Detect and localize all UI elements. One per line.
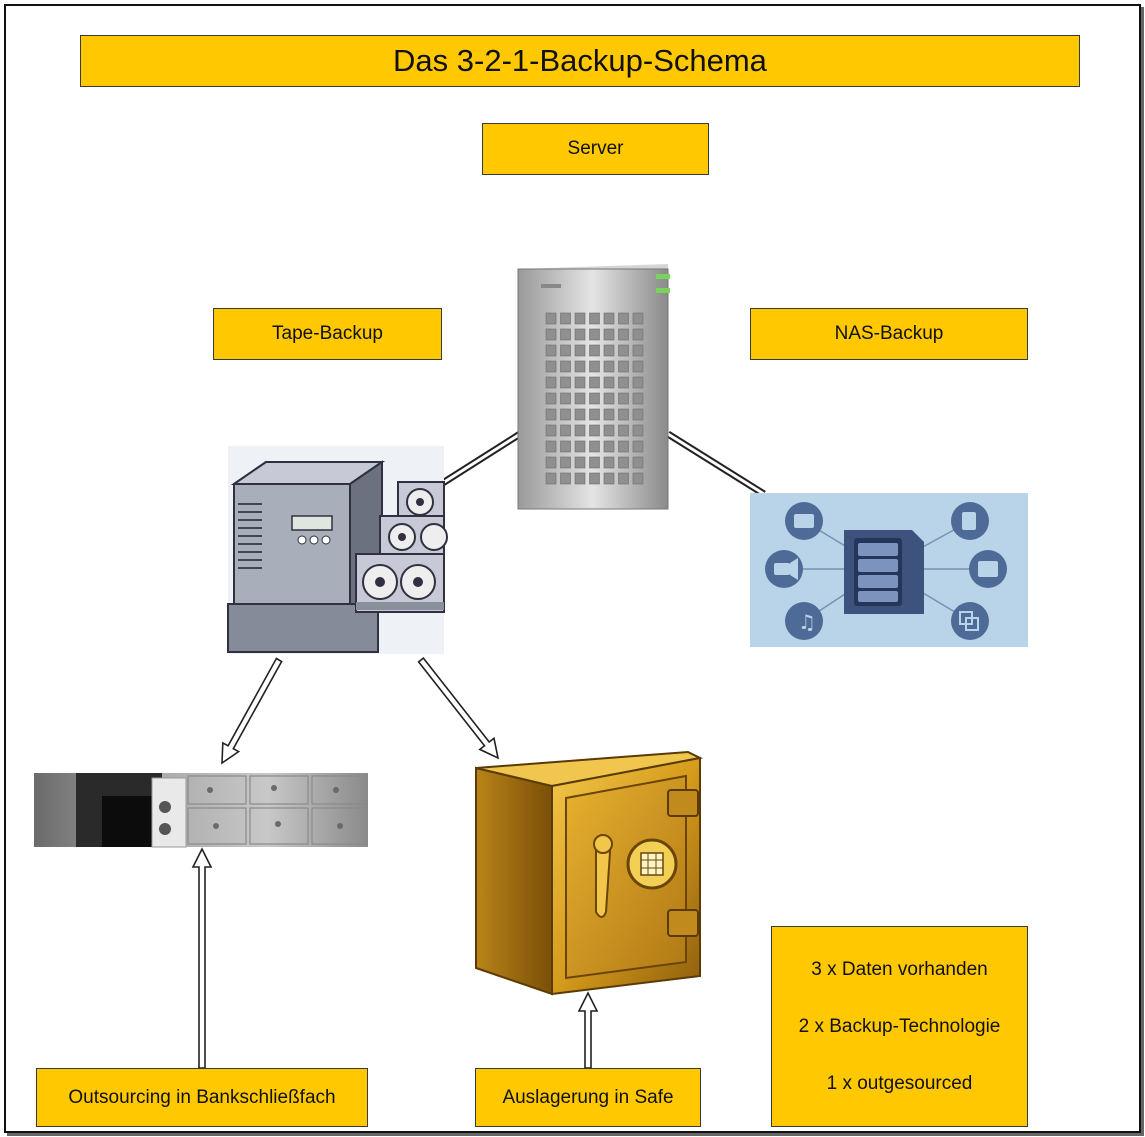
server-label: Server bbox=[482, 123, 709, 175]
diagram-frame: ♫ bbox=[4, 4, 1141, 1133]
arrow-outsourcing-to-locker bbox=[191, 847, 213, 1069]
nas-backup-label: NAS-Backup bbox=[750, 308, 1028, 360]
safe-image bbox=[475, 750, 704, 996]
server-image bbox=[517, 264, 670, 510]
connector-server-tape bbox=[436, 431, 522, 489]
diagram-title: Das 3-2-1-Backup-Schema bbox=[80, 35, 1080, 87]
connector-server-nas bbox=[666, 431, 766, 497]
arrow-layer bbox=[191, 656, 599, 1069]
tape-backup-image bbox=[227, 446, 448, 654]
safe-label: Auslagerung in Safe bbox=[475, 1068, 701, 1127]
nas-backup-image: ♫ bbox=[750, 493, 1028, 647]
arrow-tape-to-safe bbox=[417, 656, 500, 760]
svg-text:♫: ♫ bbox=[798, 610, 816, 634]
summary-line-technologies: 2 x Backup-Technologie bbox=[798, 1015, 1001, 1037]
arrow-tape-to-locker bbox=[221, 657, 283, 765]
outsourcing-label: Outsourcing in Bankschließfach bbox=[36, 1068, 368, 1127]
arrow-safe-label-to-safe bbox=[577, 991, 599, 1069]
summary-line-offsite: 1 x outgesourced bbox=[826, 1072, 973, 1094]
bank-locker-image bbox=[34, 773, 368, 848]
summary-line-copies: 3 x Daten vorhanden bbox=[811, 958, 988, 980]
tape-backup-label: Tape-Backup bbox=[213, 308, 442, 360]
diagram-canvas: ♫ bbox=[34, 264, 1028, 1069]
summary-box: 3 x Daten vorhanden 2 x Backup-Technolog… bbox=[771, 926, 1028, 1127]
